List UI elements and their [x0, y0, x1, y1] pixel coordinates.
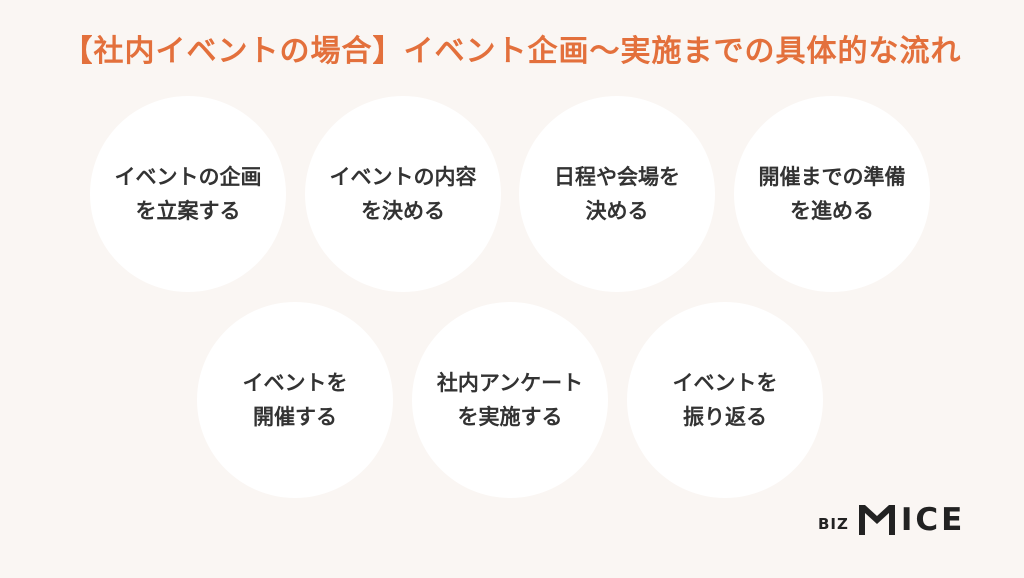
- step-circle-3: 日程や会場を 決める: [519, 96, 715, 292]
- step-circle-6: 社内アンケート を実施する: [412, 302, 608, 498]
- step-circle-1: イベントの企画 を立案する: [90, 96, 286, 292]
- step-2-line-1: イベントの内容: [329, 165, 477, 189]
- step-3-line-2: 決める: [585, 199, 649, 223]
- logo-m-mark-icon: [858, 505, 895, 535]
- step-6-line-2: を実施する: [457, 405, 563, 429]
- step-1-line-2: を立案する: [135, 199, 241, 223]
- step-circle-4: 開催までの準備 を進める: [734, 96, 930, 292]
- step-3-line-1: 日程や会場を: [554, 165, 680, 189]
- step-5-line-1: イベントを: [242, 371, 348, 395]
- step-5-line-2: 開催する: [253, 405, 337, 429]
- step-circle-2: イベントの内容 を決める: [305, 96, 501, 292]
- step-7-line-1: イベントを: [672, 371, 778, 395]
- page-title: 【社内イベントの場合】イベント企画〜実施までの具体的な流れ: [62, 34, 962, 69]
- step-2-line-2: を決める: [361, 199, 445, 223]
- logo-ice-text: ICE: [900, 502, 966, 538]
- step-4-line-1: 開催までの準備: [758, 165, 906, 189]
- logo-mice-wordmark: ICE: [858, 502, 966, 538]
- step-1-line-1: イベントの企画: [114, 165, 262, 189]
- biz-mice-logo: BIZ ICE: [818, 502, 966, 538]
- step-circle-5: イベントを 開催する: [197, 302, 393, 498]
- step-circle-7: イベントを 振り返る: [627, 302, 823, 498]
- step-4-line-2: を進める: [790, 199, 874, 223]
- step-6-line-1: 社内アンケート: [436, 371, 584, 395]
- logo-biz-text: BIZ: [818, 515, 849, 533]
- step-7-line-2: 振り返る: [683, 405, 767, 429]
